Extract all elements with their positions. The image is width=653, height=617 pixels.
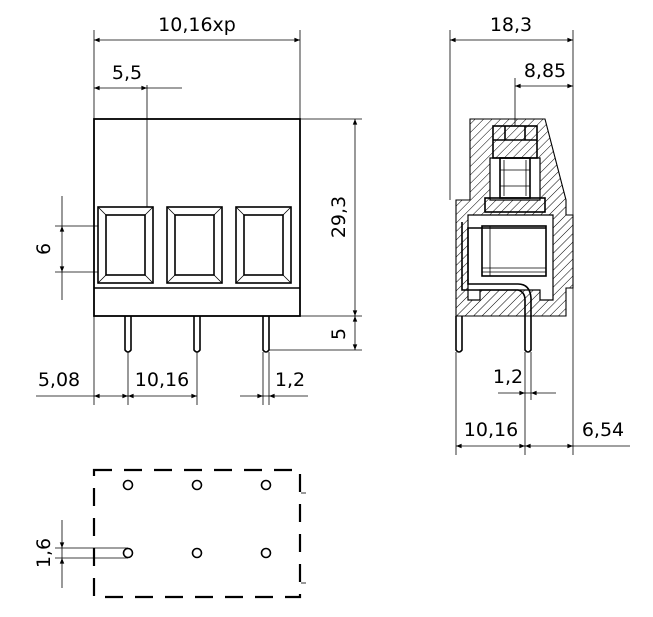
pin-1	[124, 316, 132, 353]
pcb-footprint: 1,6	[33, 468, 306, 599]
footprint-outline	[92, 468, 302, 599]
dim-opening-width: 5,5	[94, 62, 182, 91]
clamp-box	[481, 197, 547, 277]
terminal-pin	[455, 316, 463, 353]
terminal-contact	[461, 222, 546, 353]
dim-edge-offset: 5,08	[36, 369, 128, 399]
dim-overall-width: 10,16xp	[94, 14, 301, 43]
dim-pin-offset-label: 10,16	[464, 419, 518, 441]
front-view: 10,16xp 5,5 6 29,3 5 5,08	[33, 14, 362, 405]
dim-body-height-label: 29,3	[328, 196, 350, 238]
screw	[492, 125, 538, 199]
dim-side-pin-diameter: 1,2	[493, 366, 556, 396]
dim-overall-depth-label: 18,3	[490, 14, 532, 36]
dim-pitch-label: 10,16	[135, 369, 189, 391]
screw-cavity	[489, 157, 541, 201]
dim-opening-height: 6	[33, 196, 65, 300]
dim-screw-offset: 8,85	[515, 60, 573, 89]
dim-screw-offset-label: 8,85	[524, 60, 566, 82]
dim-row-spacing: 1,6	[33, 520, 128, 588]
dim-pin-length: 5	[328, 315, 358, 351]
wire-cavity	[467, 214, 554, 301]
terminal-body	[93, 118, 301, 317]
dim-overall-depth: 18,3	[449, 14, 573, 43]
wire-opening-1	[97, 206, 154, 284]
dim-pin-offset: 10,16	[455, 419, 525, 449]
hole-bottom-2	[191, 547, 203, 559]
hole-top-2	[191, 479, 203, 491]
dim-pin-diameter-label: 1,2	[275, 369, 305, 391]
wire-opening-3	[235, 206, 292, 284]
dim-edge-offset-label: 5,08	[38, 369, 80, 391]
dim-opening-height-label: 6	[33, 243, 55, 255]
pin-3	[262, 316, 270, 353]
wire-opening-2	[166, 206, 223, 284]
dim-rear-offset: 6,54	[525, 419, 630, 449]
dim-side-pin-diameter-label: 1,2	[493, 366, 523, 388]
hole-bottom-1	[122, 547, 134, 559]
dim-pin-diameter: 1,2	[240, 369, 308, 399]
dim-opening-width-label: 5,5	[112, 62, 142, 84]
side-view: 18,3 8,85 1,2 10,16 6,54	[449, 14, 630, 455]
hole-top-3	[260, 479, 272, 491]
hole-bottom-3	[260, 547, 272, 559]
hole-top-1	[122, 479, 134, 491]
dim-overall-width-label: 10,16xp	[158, 14, 236, 36]
dim-rear-offset-label: 6,54	[582, 419, 624, 441]
dim-row-spacing-label: 1,6	[33, 538, 55, 568]
dim-pin-length-label: 5	[328, 328, 350, 340]
dim-body-height: 29,3	[328, 119, 358, 317]
dim-pitch: 10,16	[128, 369, 197, 399]
pin-2	[193, 316, 201, 353]
